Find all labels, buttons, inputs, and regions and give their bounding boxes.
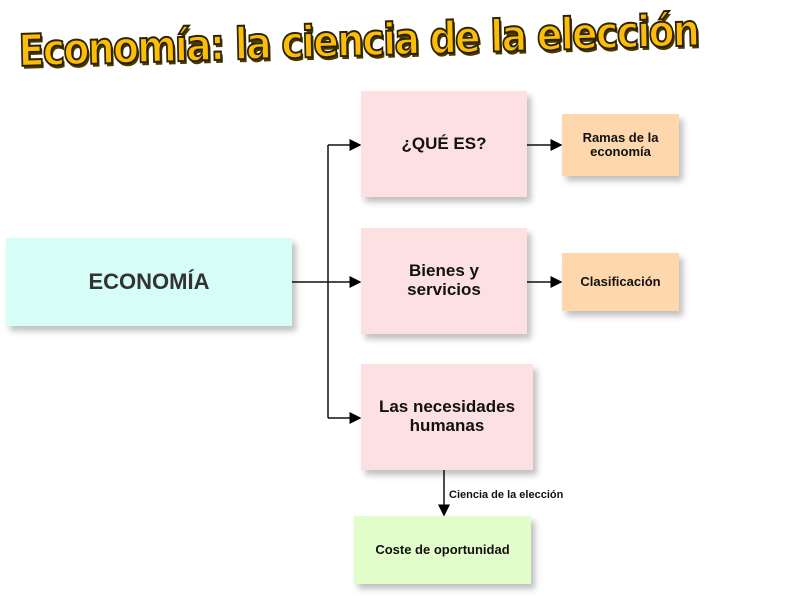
node-que-es: ¿QUÉ ES? <box>361 91 527 197</box>
node-economia: ECONOMÍA <box>6 238 292 326</box>
node-ramas: Ramas de la economía <box>562 114 679 176</box>
node-clasificacion: Clasificación <box>562 253 679 311</box>
edge-label-ciencia: Ciencia de la elección <box>449 489 564 501</box>
node-bienes-label: Bienes y servicios <box>407 261 481 299</box>
node-necesidades-label: Las necesidades humanas <box>378 397 516 435</box>
node-bienes-servicios: Bienes y servicios <box>361 228 527 334</box>
node-ramas-label: Ramas de la economía <box>582 129 659 159</box>
node-coste-oportunidad: Coste de oportunidad <box>354 516 531 584</box>
node-necesidades: Las necesidades humanas <box>361 364 533 470</box>
